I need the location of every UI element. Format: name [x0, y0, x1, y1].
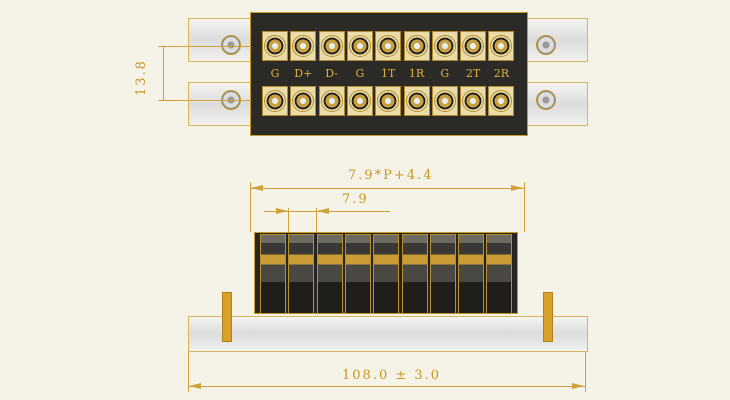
- terminal-screw-icon: [377, 90, 400, 112]
- terminal-front: [316, 234, 343, 314]
- terminal-label: D+: [294, 67, 313, 80]
- pitch-dim: 7.9: [342, 192, 369, 207]
- mounting-bolt: [543, 292, 553, 342]
- terminal-front: [288, 234, 315, 314]
- extension-line: [188, 352, 189, 392]
- mounting-screw: [536, 35, 556, 55]
- terminal-screw-icon: [462, 90, 485, 112]
- total-length-dim: 108.0 ± 3.0: [342, 368, 442, 383]
- terminal-front: [373, 234, 400, 314]
- arrow-icon: [251, 185, 263, 191]
- terminal-screw-icon: [433, 90, 456, 112]
- terminal-label: 1R: [408, 67, 425, 80]
- terminal-screw-icon: [292, 35, 315, 57]
- dim-line: [163, 46, 164, 100]
- terminal-screw-icon: [490, 90, 513, 112]
- arrow-icon: [317, 208, 329, 214]
- terminal-label: G: [270, 67, 280, 80]
- extension-line: [585, 352, 586, 392]
- arrow-icon: [572, 383, 584, 389]
- extension-line: [316, 208, 317, 232]
- terminal-screw-icon: [320, 35, 343, 57]
- arrow-icon: [511, 185, 523, 191]
- terminal-front: [458, 234, 485, 314]
- extension-line: [288, 208, 289, 232]
- terminal-front: [486, 234, 513, 314]
- terminal-screw-icon: [433, 35, 456, 57]
- terminal-label: G: [440, 67, 450, 80]
- terminal-screw-icon: [377, 35, 400, 57]
- mounting-screw: [536, 90, 556, 110]
- terminal-screw-icon: [320, 90, 343, 112]
- extension-line: [158, 100, 250, 101]
- terminal-screw-icon: [292, 90, 315, 112]
- terminal-screw-icon: [462, 35, 485, 57]
- arrow-icon: [189, 383, 201, 389]
- terminal-label: G: [355, 67, 365, 80]
- terminal-screw-icon: [264, 90, 286, 112]
- terminal-label: D-: [325, 67, 338, 80]
- din-rail-front: [188, 316, 588, 352]
- terminal-label: 2T: [465, 67, 481, 80]
- extension-line: [250, 182, 251, 232]
- mounting-screw: [221, 35, 241, 55]
- terminal-screw-icon: [264, 35, 286, 57]
- terminal-front: [401, 234, 428, 314]
- dim-line: [188, 386, 585, 387]
- terminal-label: 2R: [493, 67, 510, 80]
- mounting-bolt: [222, 292, 232, 342]
- terminal-screw-icon: [405, 90, 428, 112]
- terminal-front: [344, 234, 371, 314]
- terminal-label: 1T: [381, 67, 396, 80]
- extension-line: [524, 182, 525, 232]
- terminal-front: [260, 234, 286, 314]
- terminal-screw-icon: [348, 90, 371, 112]
- arrow-icon: [276, 208, 288, 214]
- dim-line: [250, 188, 524, 189]
- row-spacing-dim: 13.8: [134, 59, 149, 96]
- extension-line: [158, 46, 250, 47]
- terminal-screw-icon: [405, 35, 428, 57]
- terminal-screw-icon: [348, 35, 371, 57]
- terminal-front: [429, 234, 456, 314]
- terminal-screw-icon: [490, 35, 513, 57]
- overall-width-dim: 7.9*P+4.4: [348, 168, 434, 183]
